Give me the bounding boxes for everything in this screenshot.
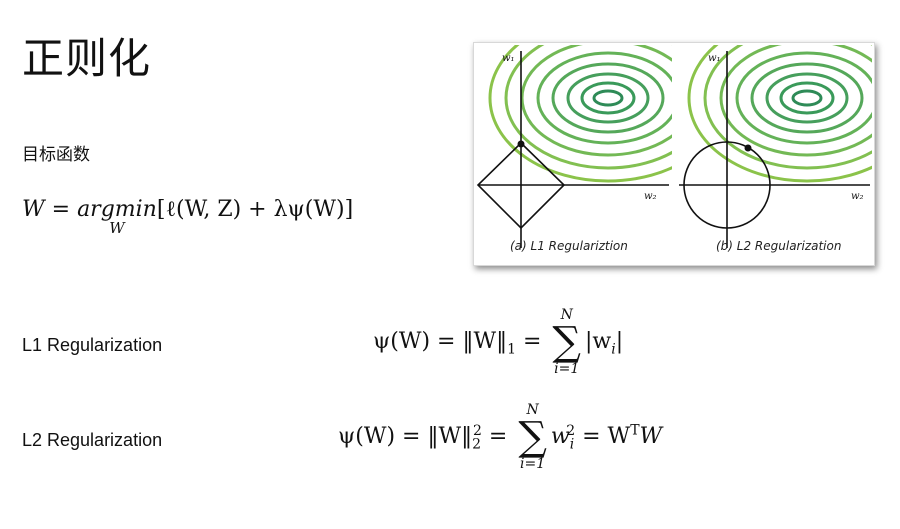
page-title: 正则化 [22, 34, 152, 83]
l2-label: L2 Regularization [22, 430, 163, 450]
panel-b-contours [687, 45, 872, 183]
panel-b-w1-label: w₁ [708, 53, 721, 64]
panel-b-caption: (b) L2 Regularization [716, 239, 841, 253]
panel-a-l1-diamond [476, 141, 566, 230]
l1-label: L1 Regularization [22, 335, 163, 355]
panel-a-solution-point [517, 140, 525, 148]
panel-a-caption: (a) L1 Regulariztion [510, 239, 628, 253]
panel-a-w1-label: w₁ [502, 53, 515, 64]
panel-a-w2-label: w₂ [644, 191, 657, 202]
regularization-figure: w₁ w₂ (a) L1 Regulariztion w₁ w₂ (b) L2 … [473, 42, 875, 266]
panel-b-solution-point [744, 144, 752, 152]
regularization-figure-svg: w₁ w₂ (a) L1 Regulariztion w₁ w₂ (b) L2 … [476, 45, 872, 253]
panel-b-w2-label: w₂ [851, 191, 864, 202]
panel-b-l2-circle [683, 141, 771, 229]
l1-formula: ψ(W) = ‖W‖1 = N∑i=1|wi| [373, 307, 624, 377]
objective-heading: 目标函数 [22, 145, 90, 165]
panel-a-contours [488, 45, 672, 183]
